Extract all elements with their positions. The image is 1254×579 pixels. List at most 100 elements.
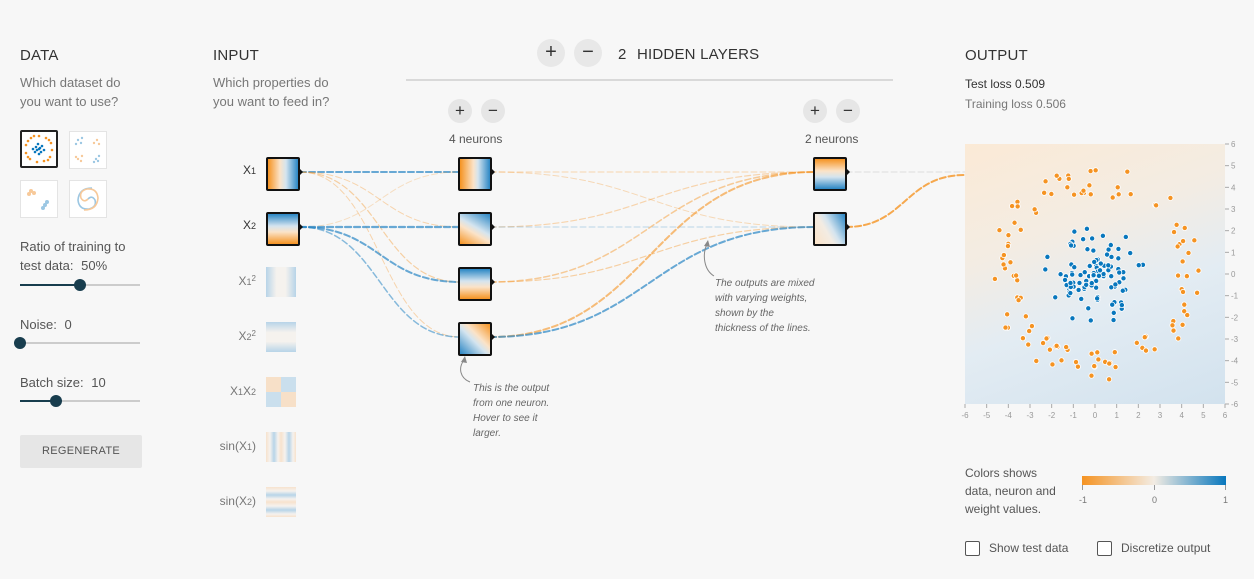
data-point-blue bbox=[1094, 295, 1101, 302]
x-tick-label: 1 bbox=[1114, 411, 1119, 420]
discretize-output-label[interactable]: Discretize output bbox=[1121, 541, 1211, 555]
noise-value: 0 bbox=[64, 317, 72, 332]
feature-label-x2sq[interactable]: X22 bbox=[238, 329, 256, 343]
scale-tick-min bbox=[1082, 485, 1083, 490]
ratio-slider[interactable] bbox=[20, 279, 140, 291]
data-point-orange bbox=[1191, 237, 1198, 244]
data-point-blue bbox=[1107, 242, 1114, 249]
data-point-blue bbox=[1087, 317, 1094, 324]
data-point-orange bbox=[1181, 224, 1188, 231]
layer2-add-neuron-button[interactable]: + bbox=[803, 99, 827, 123]
feature-label-x1[interactable]: X1 bbox=[242, 163, 256, 177]
feature-x1x2[interactable] bbox=[266, 377, 296, 407]
y-tick-label: -4 bbox=[1231, 357, 1239, 366]
data-point-orange bbox=[1183, 273, 1190, 280]
dataset-spiral[interactable] bbox=[69, 180, 107, 218]
layer1-add-neuron-button[interactable]: + bbox=[448, 99, 472, 123]
regenerate-button[interactable]: REGENERATE bbox=[20, 435, 142, 468]
data-point-blue bbox=[1097, 267, 1104, 274]
y-tick-label: -2 bbox=[1231, 313, 1239, 322]
data-point-blue bbox=[1115, 245, 1122, 252]
h1-output-marker bbox=[491, 168, 495, 176]
feature-sinx1[interactable] bbox=[266, 432, 296, 462]
link-x2-h4[interactable] bbox=[299, 226, 461, 338]
link-o2-out[interactable] bbox=[845, 174, 966, 228]
x-tick-label: 6 bbox=[1223, 411, 1228, 420]
neuron-2-2[interactable] bbox=[813, 212, 847, 246]
data-point-orange bbox=[1049, 361, 1056, 368]
show-test-data-label[interactable]: Show test data bbox=[989, 541, 1069, 555]
link-h1-o2[interactable] bbox=[489, 171, 816, 228]
dataset-gaussian[interactable] bbox=[20, 180, 58, 218]
ratio-value: 50% bbox=[81, 258, 108, 273]
batch-slider-fill bbox=[20, 400, 56, 402]
dataset-xor[interactable] bbox=[69, 131, 107, 169]
link-h4-o1[interactable] bbox=[489, 171, 816, 338]
neuron-1-2[interactable] bbox=[458, 212, 492, 246]
data-point-blue bbox=[1071, 228, 1078, 235]
noise-slider-knob[interactable] bbox=[14, 337, 26, 349]
data-point-blue bbox=[1086, 263, 1093, 270]
data-point-blue bbox=[1081, 269, 1088, 276]
feature-sinx2[interactable] bbox=[266, 487, 296, 517]
noise-label-text: Noise: bbox=[20, 317, 57, 332]
data-point-orange bbox=[1011, 219, 1018, 226]
data-point-blue bbox=[1080, 236, 1087, 243]
data-point-orange bbox=[1195, 267, 1202, 274]
link-h3-o1[interactable] bbox=[489, 171, 816, 283]
noise-slider[interactable] bbox=[14, 337, 140, 349]
neuron-2-1[interactable] bbox=[813, 157, 847, 191]
data-point-orange bbox=[1013, 272, 1020, 279]
data-point-blue bbox=[1090, 272, 1097, 279]
output-heatmap[interactable] bbox=[965, 144, 1225, 404]
layer2-remove-neuron-button[interactable]: − bbox=[836, 99, 860, 123]
data-point-orange bbox=[1106, 376, 1113, 383]
link-h2-o1[interactable] bbox=[489, 171, 816, 228]
data-point-blue bbox=[1135, 262, 1142, 269]
neuron-1-4[interactable] bbox=[458, 322, 492, 356]
x-tick-label: 0 bbox=[1093, 411, 1098, 420]
neuron-1-1[interactable] bbox=[458, 157, 492, 191]
layer1-remove-neuron-button[interactable]: − bbox=[481, 99, 505, 123]
batch-label-text: Batch size: bbox=[20, 375, 84, 390]
feature-label-x1sq[interactable]: X12 bbox=[238, 274, 256, 288]
link-h4-o2[interactable] bbox=[489, 226, 816, 338]
batch-slider-knob[interactable] bbox=[50, 395, 62, 407]
feature-label-x1x2[interactable]: X1X2 bbox=[229, 384, 256, 398]
add-layer-button[interactable]: + bbox=[537, 39, 565, 67]
x-tick-label: -4 bbox=[1005, 411, 1013, 420]
data-point-orange bbox=[1181, 308, 1188, 315]
data-point-blue bbox=[1044, 253, 1051, 260]
feature-x2sq[interactable] bbox=[266, 322, 296, 352]
batch-slider[interactable] bbox=[20, 395, 140, 407]
ratio-slider-knob[interactable] bbox=[74, 279, 86, 291]
dataset-circle[interactable] bbox=[20, 130, 58, 168]
y-tick-label: -5 bbox=[1231, 378, 1239, 387]
data-question: Which dataset do you want to use? bbox=[20, 75, 121, 109]
x-tick-label: -6 bbox=[961, 411, 969, 420]
remove-layer-button[interactable]: − bbox=[574, 39, 602, 67]
data-point-blue bbox=[1127, 250, 1134, 257]
link-x2-h1[interactable] bbox=[299, 171, 461, 228]
link-h3-o2[interactable] bbox=[489, 226, 816, 283]
test-loss-label: Test loss bbox=[965, 77, 1012, 91]
data-point-blue bbox=[1062, 276, 1069, 283]
link-x1-h2[interactable] bbox=[299, 171, 461, 228]
feature-label-sinx1[interactable]: sin(X1) bbox=[219, 439, 256, 453]
data-point-orange bbox=[1091, 363, 1098, 370]
data-point-blue bbox=[1116, 269, 1123, 276]
link-x2-h3[interactable] bbox=[299, 226, 461, 283]
feature-x1sq[interactable] bbox=[266, 267, 296, 297]
feature-label-sinx2[interactable]: sin(X2) bbox=[219, 494, 256, 508]
data-point-orange bbox=[1174, 243, 1181, 250]
discretize-output-checkbox[interactable] bbox=[1097, 541, 1112, 556]
data-point-orange bbox=[1114, 184, 1121, 191]
x2-output-marker bbox=[299, 223, 303, 231]
data-point-orange bbox=[1028, 323, 1035, 330]
feature-label-x2[interactable]: X2 bbox=[242, 218, 256, 232]
show-test-data-checkbox[interactable] bbox=[965, 541, 980, 556]
ratio-slider-fill bbox=[20, 284, 80, 286]
neuron-1-3[interactable] bbox=[458, 267, 492, 301]
data-point-blue bbox=[1071, 264, 1078, 271]
